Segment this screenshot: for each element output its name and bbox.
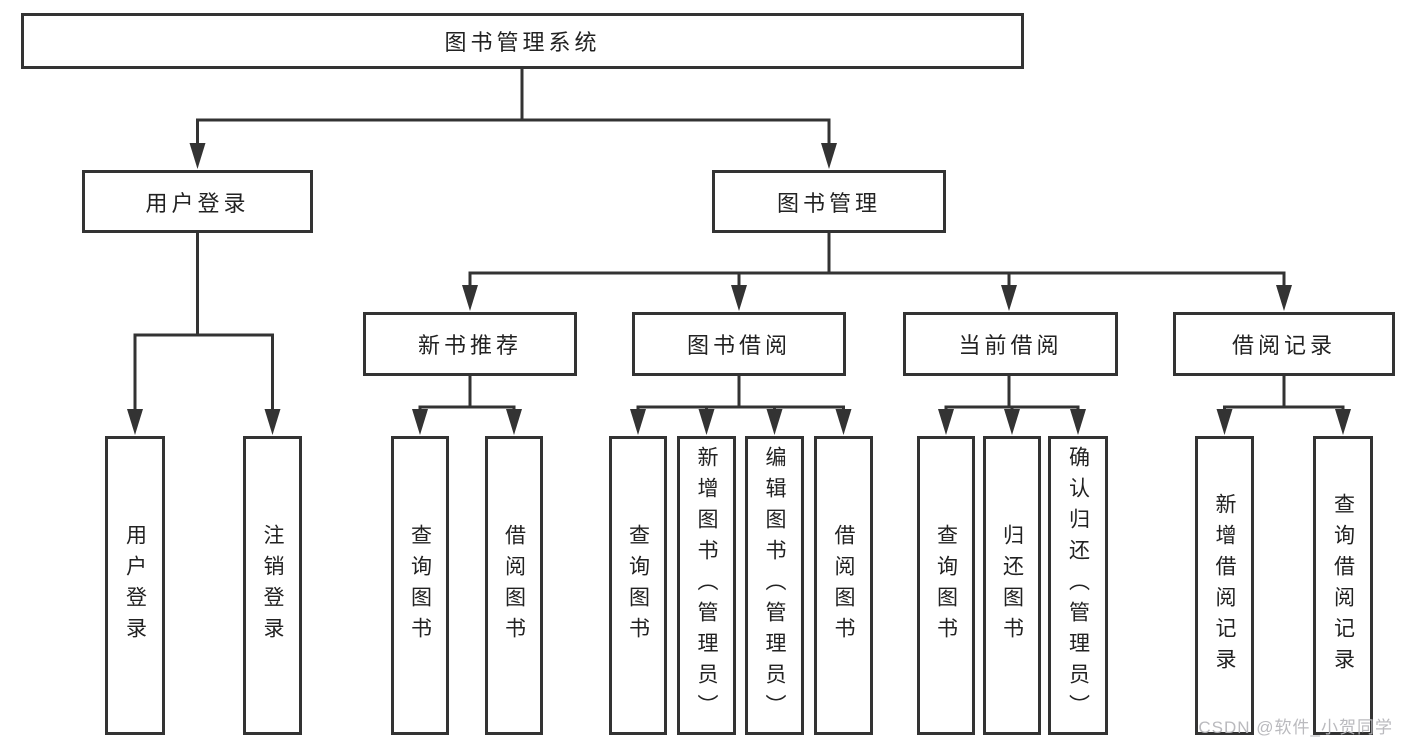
node-new-book-recommend-label: 新书推荐 (417, 333, 522, 358)
leaf-query-borrow-record-label: 查询借阅记录 (1331, 492, 1355, 679)
arrowhead-icon (462, 285, 478, 311)
leaf-query-book-2-label: 查询图书 (626, 523, 650, 648)
arrowhead-icon (835, 409, 852, 435)
leaf-query-borrow-record: 查询借阅记录 (1313, 436, 1373, 735)
connector-line (1223, 405, 1345, 427)
leaf-edit-book-admin: 编辑图书（管理员） (745, 436, 804, 735)
leaf-borrow-book-2: 借阅图书 (814, 436, 873, 735)
leaf-logout: 注销登录 (243, 436, 302, 735)
node-library-system-label: 图书管理系统 (444, 30, 601, 55)
leaf-confirm-return-admin-label: 确认归还（管理员） (1066, 446, 1090, 725)
leaf-add-borrow-record-label: 新增借阅记录 (1213, 492, 1236, 679)
connector-line (196, 118, 831, 161)
connector-line (133, 333, 274, 427)
arrowhead-icon (1216, 409, 1233, 435)
node-current-borrowing: 当前借阅 (903, 312, 1118, 376)
connector-line (468, 271, 1286, 303)
arrowhead-icon (766, 409, 783, 435)
connector-new-book-children (418, 376, 516, 427)
arrowhead-icon (938, 409, 954, 435)
arrowhead-icon (1004, 409, 1020, 435)
connector-borrow-record-arrowheads (1216, 409, 1351, 435)
leaf-return-book-label: 归还图书 (1000, 523, 1024, 648)
leaf-add-book-admin: 新增图书（管理员） (677, 436, 736, 735)
arrowhead-icon (264, 409, 281, 435)
node-user-login-label: 用户登录 (145, 190, 250, 216)
node-current-borrowing-label: 当前借阅 (958, 333, 1063, 358)
connector-book-mgmt-children (468, 233, 1286, 303)
connector-borrow-record-children (1223, 376, 1345, 427)
connector-book-mgmt-arrowheads (462, 285, 1292, 311)
node-borrowing-records-label: 借阅记录 (1231, 333, 1336, 358)
connector-book-borrow-children (636, 376, 845, 427)
connector-new-book-arrowheads (412, 409, 522, 435)
arrowhead-icon (731, 285, 747, 311)
node-book-borrowing: 图书借阅 (632, 312, 846, 376)
arrowhead-icon (1001, 285, 1017, 311)
leaf-borrow-book-2-label: 借阅图书 (832, 523, 855, 648)
node-book-borrowing-label: 图书借阅 (686, 333, 791, 358)
leaf-confirm-return-admin: 确认归还（管理员） (1048, 436, 1108, 735)
leaf-logout-label: 注销登录 (261, 523, 284, 648)
connector-line (418, 405, 516, 427)
csdn-watermark: CSDN @软件_小贺同学 (1198, 718, 1393, 737)
leaf-user-login-label: 用户登录 (123, 523, 147, 648)
leaf-borrow-book-1: 借阅图书 (485, 436, 543, 735)
node-library-system: 图书管理系统 (21, 13, 1024, 69)
node-book-management: 图书管理 (712, 170, 946, 233)
arrowhead-icon (821, 143, 837, 169)
connector-user-login-children (133, 233, 274, 427)
arrowhead-icon (1335, 409, 1351, 435)
leaf-add-borrow-record: 新增借阅记录 (1195, 436, 1254, 735)
leaf-query-book-3: 查询图书 (917, 436, 975, 735)
arrowhead-icon (127, 409, 143, 435)
node-borrowing-records: 借阅记录 (1173, 312, 1395, 376)
connector-root-arrowheads (189, 143, 837, 169)
leaf-user-login: 用户登录 (105, 436, 165, 735)
node-new-book-recommend: 新书推荐 (363, 312, 577, 376)
arrowhead-icon (412, 409, 428, 435)
leaf-add-book-admin-label: 新增图书（管理员） (695, 446, 718, 725)
leaf-query-book-1-label: 查询图书 (408, 523, 432, 648)
leaf-return-book: 归还图书 (983, 436, 1041, 735)
leaf-edit-book-admin-label: 编辑图书（管理员） (763, 446, 786, 725)
connector-user-login-arrowheads (127, 409, 281, 435)
connector-line (636, 405, 845, 427)
leaf-query-book-2: 查询图书 (609, 436, 667, 735)
leaf-query-book-3-label: 查询图书 (934, 523, 958, 648)
arrowhead-icon (630, 409, 646, 435)
arrowhead-icon (506, 409, 522, 435)
connector-root-to-level2 (196, 69, 831, 161)
node-user-login: 用户登录 (82, 170, 313, 233)
node-book-management-label: 图书管理 (776, 190, 881, 216)
leaf-query-book-1: 查询图书 (391, 436, 449, 735)
connector-book-borrow-arrowheads (630, 409, 852, 435)
arrowhead-icon (698, 409, 715, 435)
leaf-borrow-book-1-label: 借阅图书 (502, 523, 526, 648)
arrowhead-icon (1276, 285, 1292, 311)
arrowhead-icon (1070, 409, 1086, 435)
connector-current-borrow-arrowheads (938, 409, 1086, 435)
arrowhead-icon (189, 143, 206, 169)
